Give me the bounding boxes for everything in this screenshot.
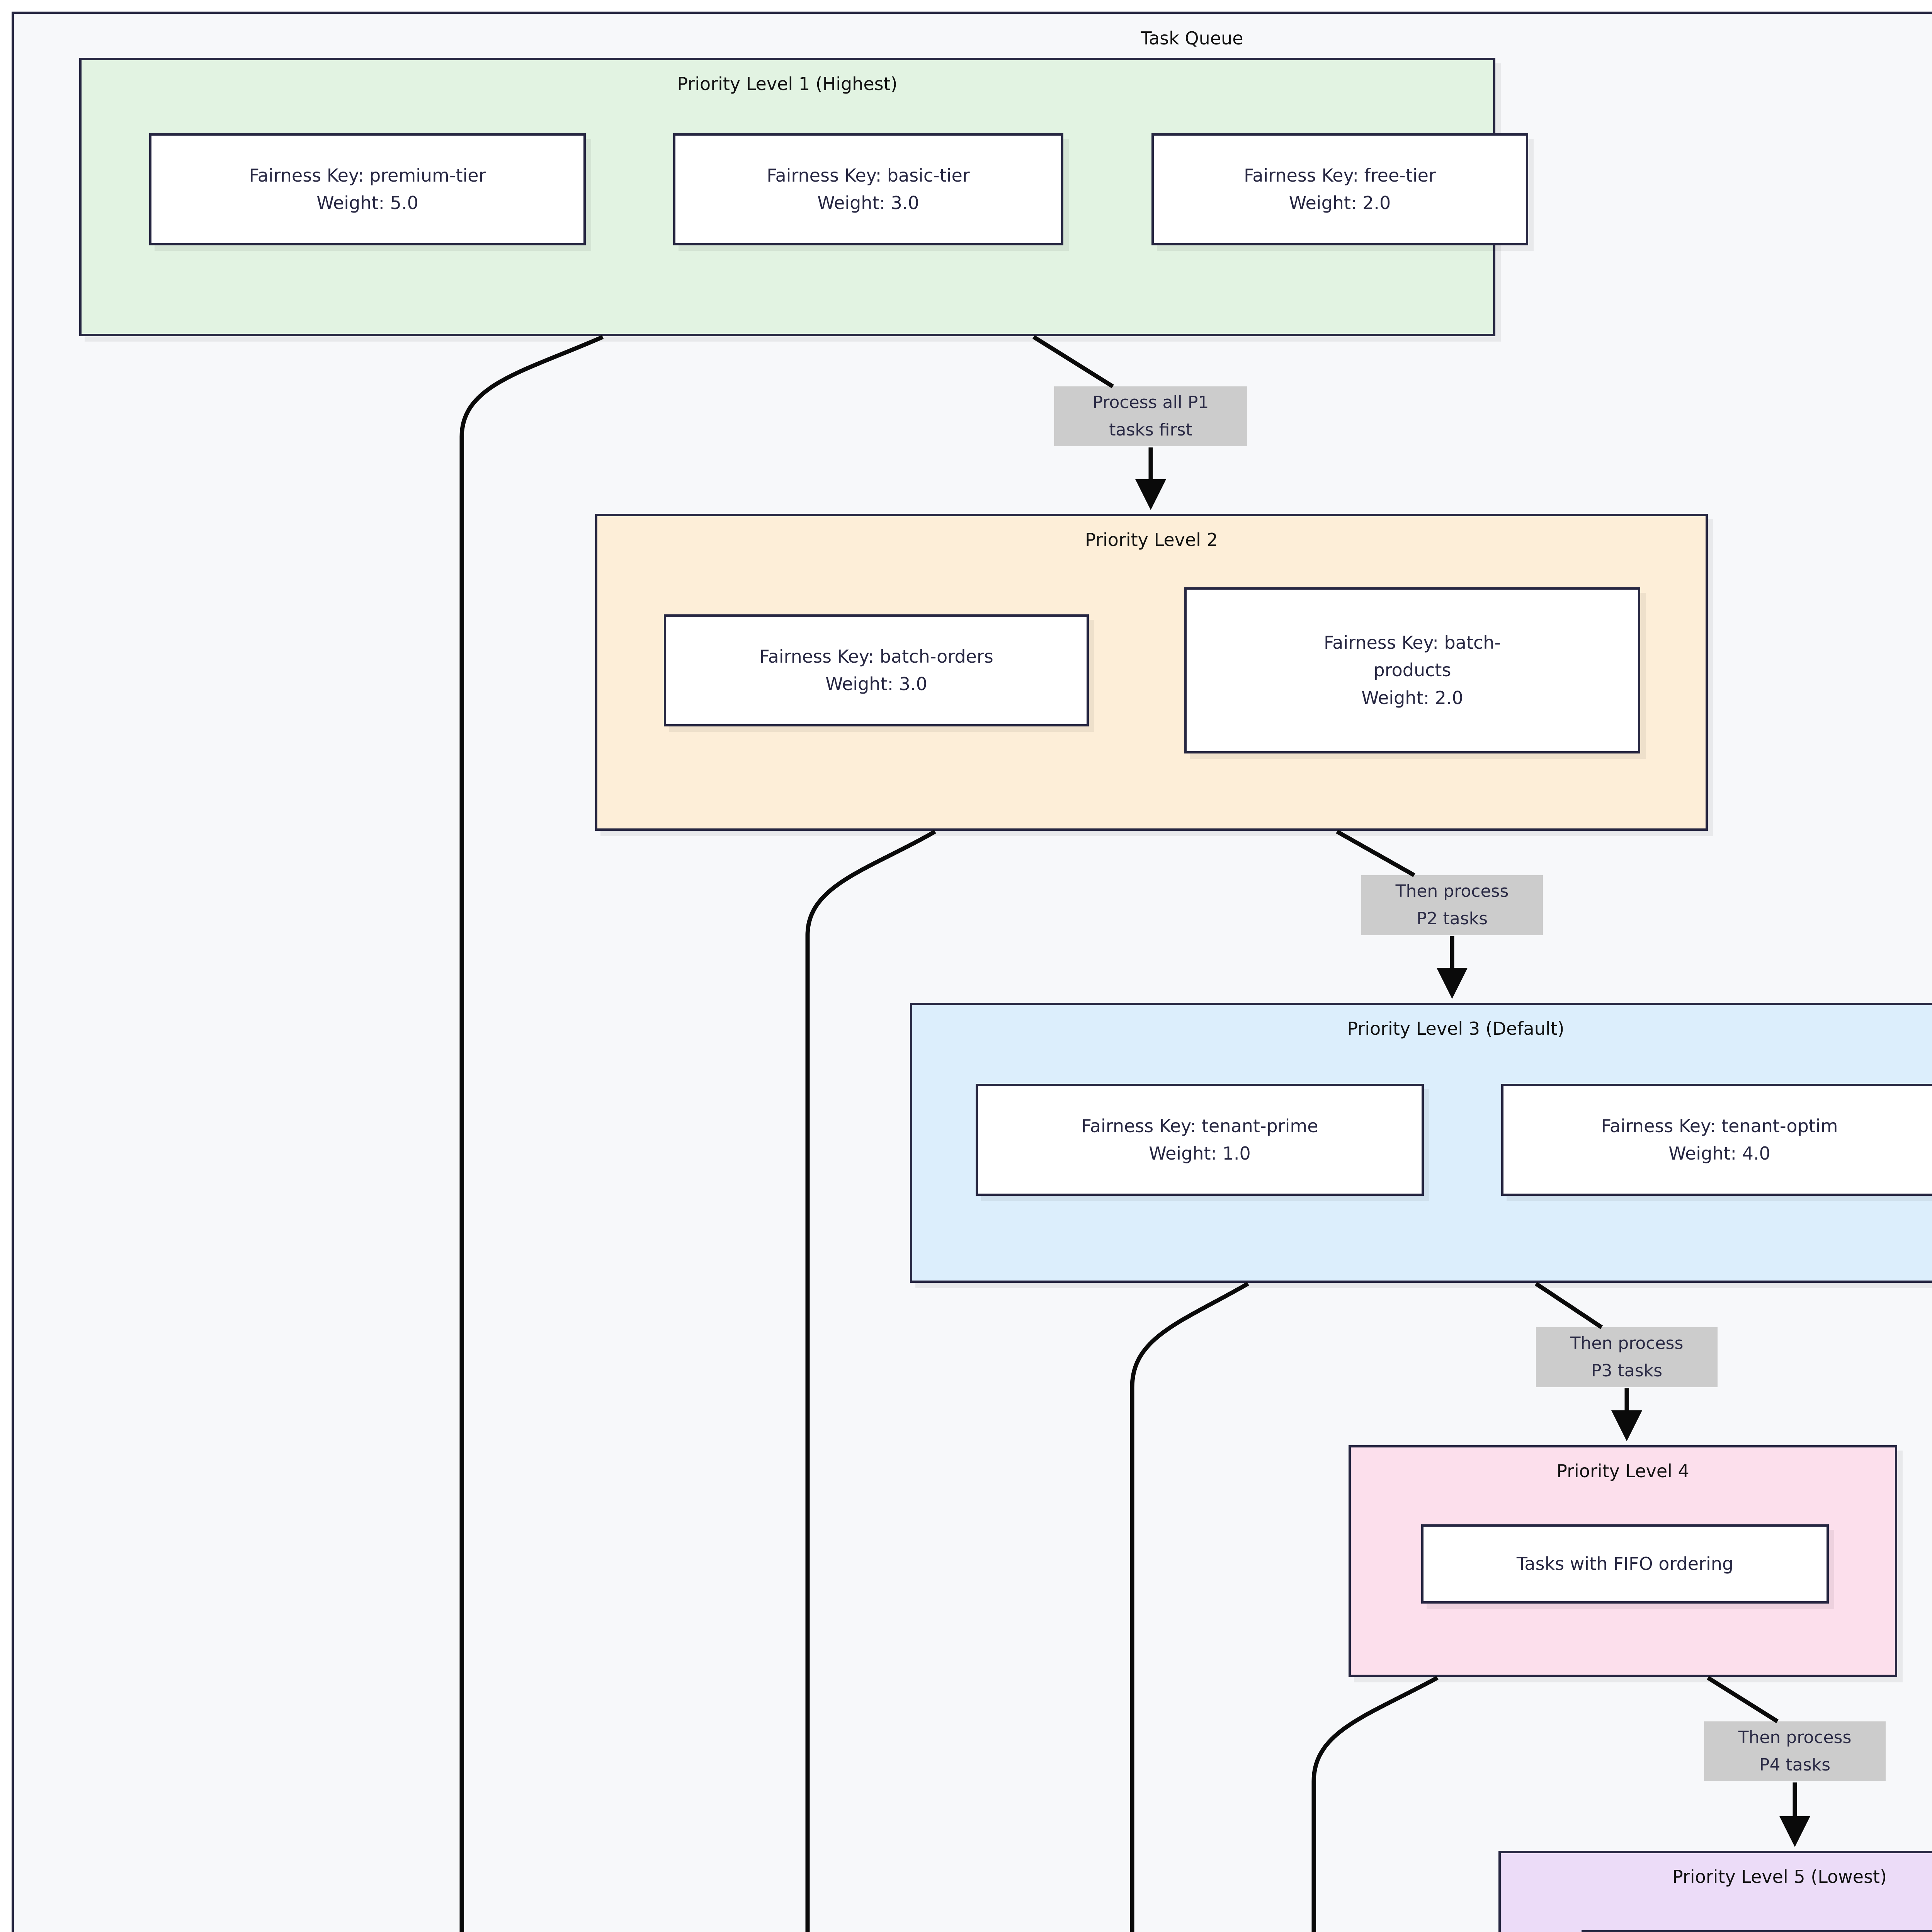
weight-label: Weight: 1.0	[1149, 1143, 1251, 1164]
weight-label: Weight: 2.0	[1289, 192, 1391, 213]
edge-label-then-process-p4-tasks: Then process P4 tasks	[1704, 1721, 1886, 1781]
edge-label-then-process-p2-tasks: Then process P2 tasks	[1361, 875, 1543, 935]
edge-label-process-all-p1-tasks-first: Process all P1 tasks first	[1054, 386, 1247, 446]
weight-label: Weight: 4.0	[1668, 1143, 1770, 1164]
fairness-key-card-batch-products[interactable]: Fairness Key: batch- products Weight: 2.…	[1184, 587, 1640, 753]
edge-label-line1: Then process	[1570, 1333, 1684, 1354]
fairness-key-card-premium-tier[interactable]: Fairness Key: premium-tier Weight: 5.0	[149, 133, 586, 245]
edge-label-line1: Process all P1	[1092, 393, 1209, 413]
fairness-key-card-tenant-optim[interactable]: Fairness Key: tenant-optim Weight: 4.0	[1501, 1084, 1932, 1196]
edge-label-then-process-p3-tasks: Then process P3 tasks	[1536, 1327, 1718, 1387]
fairness-key-label: Fairness Key: batch-orders	[759, 646, 993, 667]
cluster-title-priority-level-2: Priority Level 2	[1085, 529, 1218, 550]
fairness-key-label: Fairness Key: batch-	[1324, 632, 1501, 653]
cluster-title-priority-level-3: Priority Level 3 (Default)	[1347, 1018, 1565, 1039]
cluster-priority-level-5: Priority Level 5 (Lowest)	[1498, 1851, 1932, 1932]
fairness-key-label: Fairness Key: basic-tier	[767, 165, 970, 186]
cluster-title-priority-level-1: Priority Level 1 (Highest)	[677, 73, 898, 94]
edge-label-line2: tasks first	[1109, 420, 1192, 440]
fairness-key-card-batch-orders[interactable]: Fairness Key: batch-orders Weight: 3.0	[664, 614, 1089, 726]
fairness-key-label: Fairness Key: free-tier	[1244, 165, 1436, 186]
fairness-key-label-wrap: products	[1373, 660, 1451, 681]
cluster-title-priority-level-4: Priority Level 4	[1556, 1461, 1689, 1481]
edge-label-line2: P4 tasks	[1759, 1755, 1831, 1775]
cluster-title-priority-level-5: Priority Level 5 (Lowest)	[1672, 1866, 1887, 1887]
cluster-title-task-queue: Task Queue	[1141, 28, 1243, 49]
fairness-key-label: Fairness Key: premium-tier	[249, 165, 486, 186]
fifo-label: Tasks with FIFO ordering	[1516, 1553, 1734, 1574]
fairness-key-card-free-tier[interactable]: Fairness Key: free-tier Weight: 2.0	[1151, 133, 1528, 245]
fairness-key-card-tenant-prime[interactable]: Fairness Key: tenant-prime Weight: 1.0	[976, 1084, 1424, 1196]
edge-label-line1: Then process	[1395, 881, 1509, 901]
edge-label-line2: P3 tasks	[1591, 1361, 1663, 1381]
fifo-card-p4[interactable]: Tasks with FIFO ordering	[1421, 1524, 1829, 1604]
edge-label-line2: P2 tasks	[1416, 908, 1488, 929]
fairness-key-label: Fairness Key: tenant-optim	[1601, 1115, 1838, 1136]
weight-label: Weight: 3.0	[817, 192, 919, 213]
weight-label: Weight: 2.0	[1361, 687, 1463, 708]
fairness-key-label: Fairness Key: tenant-prime	[1081, 1115, 1318, 1136]
weight-label: Weight: 3.0	[825, 673, 927, 694]
weight-label: Weight: 5.0	[316, 192, 418, 213]
edge-label-line1: Then process	[1738, 1728, 1852, 1748]
fairness-key-card-basic-tier[interactable]: Fairness Key: basic-tier Weight: 3.0	[673, 133, 1063, 245]
fifo-card-p5[interactable]: Tasks with FIFO ordering	[1582, 1930, 1932, 1932]
